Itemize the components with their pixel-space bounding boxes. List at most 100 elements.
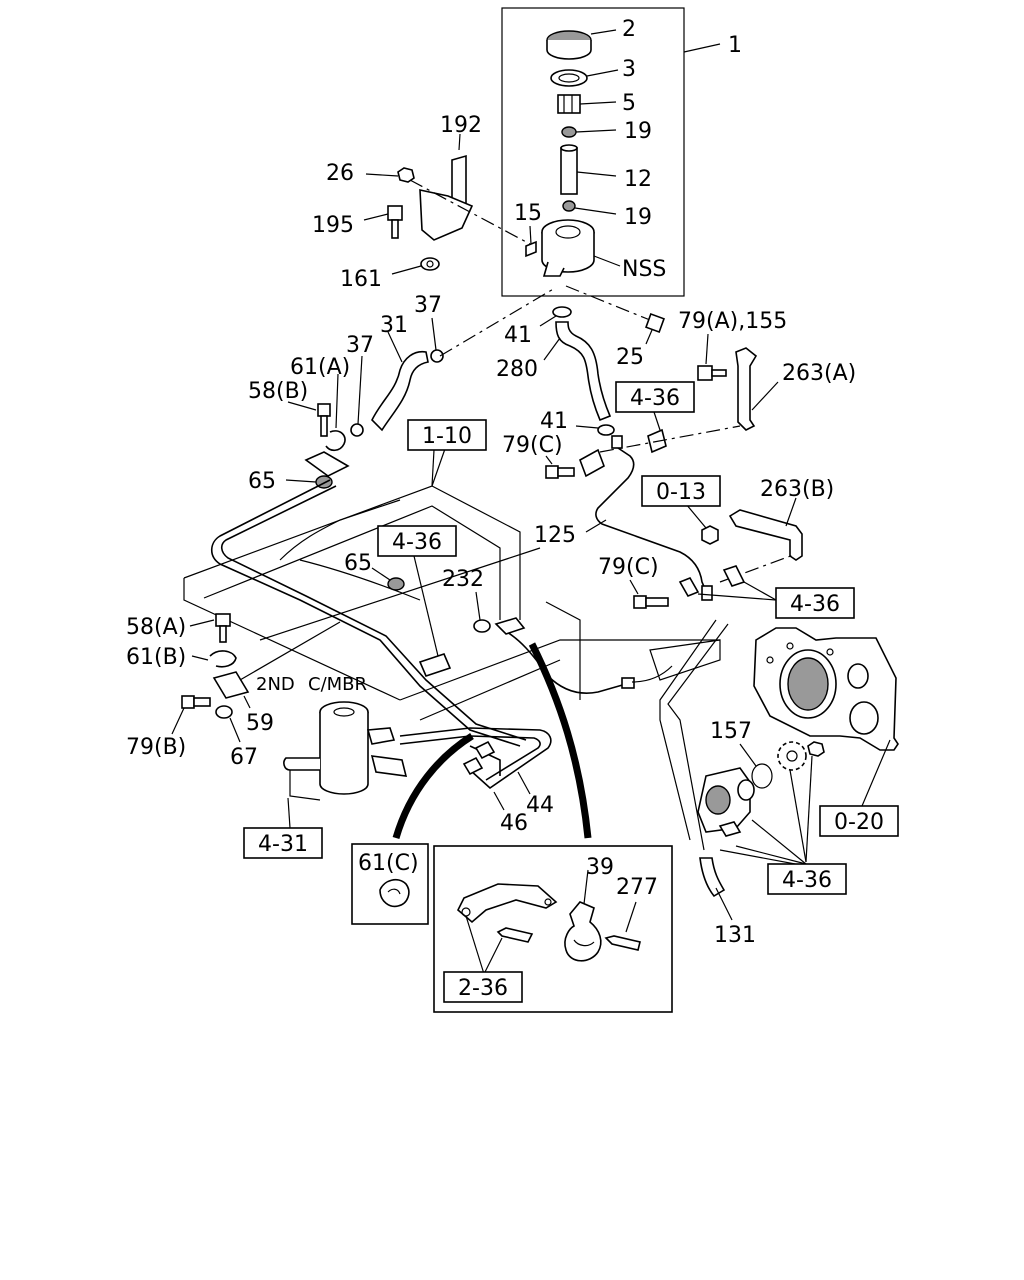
bolt-79c-lower bbox=[629, 579, 669, 609]
label-58b: 58(B) bbox=[248, 379, 308, 404]
label-58a: 58(A) bbox=[126, 615, 186, 640]
label-2nd: 2ND bbox=[256, 674, 295, 695]
flex-hose bbox=[494, 617, 673, 694]
chassis-frame bbox=[183, 445, 721, 721]
clip-pair-4-36 bbox=[678, 565, 777, 601]
vacuum-pump bbox=[697, 767, 755, 837]
label-79c-lower: 79(C) bbox=[598, 555, 659, 580]
label-5: 5 bbox=[622, 91, 636, 116]
ref-0-13[interactable]: 0-13 bbox=[656, 480, 706, 505]
ref-box-4-36-upper[interactable] bbox=[615, 381, 695, 413]
label-61b: 61(B) bbox=[126, 645, 186, 670]
label-25: 25 bbox=[616, 345, 644, 370]
ref-4-31[interactable]: 4-31 bbox=[258, 832, 308, 857]
ref-box-0-20[interactable] bbox=[819, 805, 899, 837]
label-79a-155: 79(A),155 bbox=[678, 309, 787, 334]
label-263b: 263(B) bbox=[760, 477, 834, 502]
washer-19-upper bbox=[561, 126, 617, 138]
clip-upper-right bbox=[579, 425, 741, 478]
ref-4-36-lower[interactable]: 4-36 bbox=[782, 868, 832, 893]
reservoir-tank bbox=[541, 219, 621, 277]
clamp-37-lower bbox=[350, 355, 364, 437]
sweep-arc-right bbox=[528, 642, 592, 839]
label-192: 192 bbox=[440, 113, 482, 138]
ref-4-36-upper[interactable]: 4-36 bbox=[630, 386, 680, 411]
reservoir-cap bbox=[546, 29, 617, 60]
inset-61c bbox=[351, 843, 429, 925]
ref-1-10[interactable]: 1-10 bbox=[422, 424, 472, 449]
pipe-bracket-mid bbox=[413, 555, 452, 677]
ref-box-4-36-right[interactable] bbox=[775, 587, 855, 619]
ref-4-36-mid[interactable]: 4-36 bbox=[392, 530, 442, 555]
label-44: 44 bbox=[526, 793, 554, 818]
label-26: 26 bbox=[326, 161, 354, 186]
clamp-41-upper bbox=[539, 306, 572, 327]
label-232: 232 bbox=[442, 567, 484, 592]
clip-61b bbox=[191, 650, 237, 668]
bolt-25 bbox=[645, 313, 665, 345]
bolt-79c-upper bbox=[545, 455, 575, 479]
ref-box-0-13[interactable] bbox=[641, 475, 721, 507]
label-37-lower: 37 bbox=[346, 333, 374, 358]
label-79b: 79(B) bbox=[126, 735, 186, 760]
label-3: 3 bbox=[622, 57, 636, 82]
bolt-79a-155 bbox=[697, 333, 727, 381]
label-12: 12 bbox=[624, 167, 652, 192]
label-280: 280 bbox=[496, 357, 538, 382]
ref-box-4-36-mid[interactable] bbox=[377, 525, 457, 557]
ref-box-2-36[interactable] bbox=[443, 971, 523, 1003]
reservoir-group-frame bbox=[501, 7, 685, 297]
bolt-0-13 bbox=[685, 503, 719, 545]
nut-161 bbox=[391, 257, 440, 275]
ref-0-20[interactable]: 0-20 bbox=[834, 810, 884, 835]
label-161: 161 bbox=[340, 267, 382, 292]
label-41-upper: 41 bbox=[504, 323, 532, 348]
gear-sprocket bbox=[777, 741, 807, 771]
nut-67 bbox=[215, 705, 241, 743]
reservoir-strainer bbox=[557, 94, 617, 114]
bolt-26 bbox=[365, 167, 531, 245]
label-157: 157 bbox=[710, 719, 752, 744]
label-39: 39 bbox=[586, 855, 614, 880]
washer-19-lower bbox=[562, 200, 617, 215]
ref-box-4-31[interactable] bbox=[243, 827, 323, 859]
nut-232 bbox=[473, 591, 491, 633]
label-131: 131 bbox=[714, 923, 756, 948]
bolt-58b bbox=[287, 401, 331, 437]
label-263a: 263(A) bbox=[782, 361, 856, 386]
label-59: 59 bbox=[246, 711, 274, 736]
ref-box-4-36-lower[interactable] bbox=[767, 863, 847, 895]
label-31: 31 bbox=[380, 313, 408, 338]
bolt-58a bbox=[189, 613, 231, 643]
reservoir-pipe bbox=[560, 144, 617, 195]
label-41-lower: 41 bbox=[540, 409, 568, 434]
label-65-mid: 65 bbox=[344, 551, 372, 576]
label-61c: 61(C) bbox=[358, 851, 419, 876]
label-1: 1 bbox=[728, 33, 742, 58]
hose-31 bbox=[371, 331, 429, 432]
label-125: 125 bbox=[534, 523, 576, 548]
label-61a: 61(A) bbox=[290, 355, 350, 380]
bracket-192 bbox=[419, 133, 474, 241]
pipe-125 bbox=[585, 435, 713, 601]
bolt-79b bbox=[171, 695, 211, 735]
pipe-line bbox=[210, 479, 527, 747]
ref-box-1-10[interactable] bbox=[407, 419, 487, 451]
label-46: 46 bbox=[500, 811, 528, 836]
hose-280 bbox=[543, 321, 612, 422]
bolt-195 bbox=[363, 205, 403, 239]
ref-4-36-right[interactable]: 4-36 bbox=[790, 592, 840, 617]
label-65-left: 65 bbox=[248, 469, 276, 494]
label-277: 277 bbox=[616, 875, 658, 900]
clip-15 bbox=[525, 225, 537, 258]
label-nss: NSS bbox=[622, 257, 666, 282]
label-195: 195 bbox=[312, 213, 354, 238]
timing-housing bbox=[753, 627, 899, 807]
pipe-assembly-44-46 bbox=[399, 727, 552, 811]
sweep-arc-left bbox=[392, 733, 474, 839]
ref-2-36[interactable]: 2-36 bbox=[458, 976, 508, 1001]
reservoir-seal bbox=[550, 69, 619, 87]
clip-61a bbox=[304, 373, 350, 477]
label-67: 67 bbox=[230, 745, 258, 770]
